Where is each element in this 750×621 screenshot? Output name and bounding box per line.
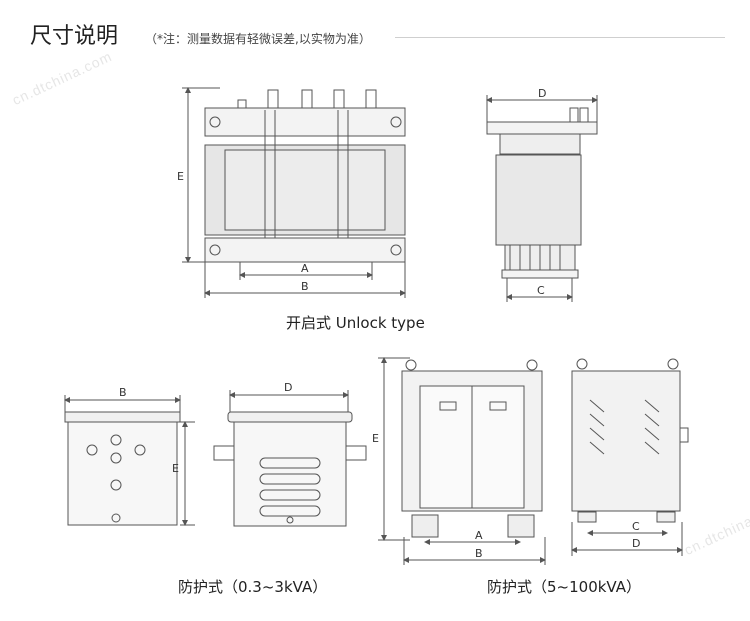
dim-label-d-3: D xyxy=(632,537,640,550)
large-protective-side-view xyxy=(571,358,689,556)
dim-label-e-1: E xyxy=(177,170,184,183)
dim-label-e-2: E xyxy=(172,462,179,475)
page-title: 尺寸说明 xyxy=(30,24,119,49)
dim-label-e-3: E xyxy=(372,432,379,445)
dim-label-d-2: D xyxy=(284,381,292,394)
caption-protective-small: 防护式（0.3~3kVA） xyxy=(178,578,328,596)
dim-label-d-1: D xyxy=(538,87,546,100)
open-type-front-view xyxy=(182,87,406,298)
measurement-note: （*注：测量数据有轻微误差,以实物为准） xyxy=(145,32,371,46)
dim-label-c-1: C xyxy=(537,284,545,297)
caption-unlock-type: 开启式 Unlock type xyxy=(286,314,425,332)
small-protective-side-view xyxy=(213,390,367,527)
dim-label-b-3: B xyxy=(475,547,483,560)
caption-protective-large: 防护式（5~100kVA） xyxy=(487,578,641,596)
dim-label-a-1: A xyxy=(301,262,309,275)
large-protective-front-view xyxy=(378,357,546,565)
small-protective-front-view xyxy=(64,395,195,526)
header-divider xyxy=(395,37,725,38)
dim-label-b-2: B xyxy=(119,386,127,399)
dim-label-a-3: A xyxy=(475,529,483,542)
dim-label-b-1: B xyxy=(301,280,309,293)
open-type-side-view xyxy=(486,95,598,302)
dim-label-c-3: C xyxy=(632,520,640,533)
